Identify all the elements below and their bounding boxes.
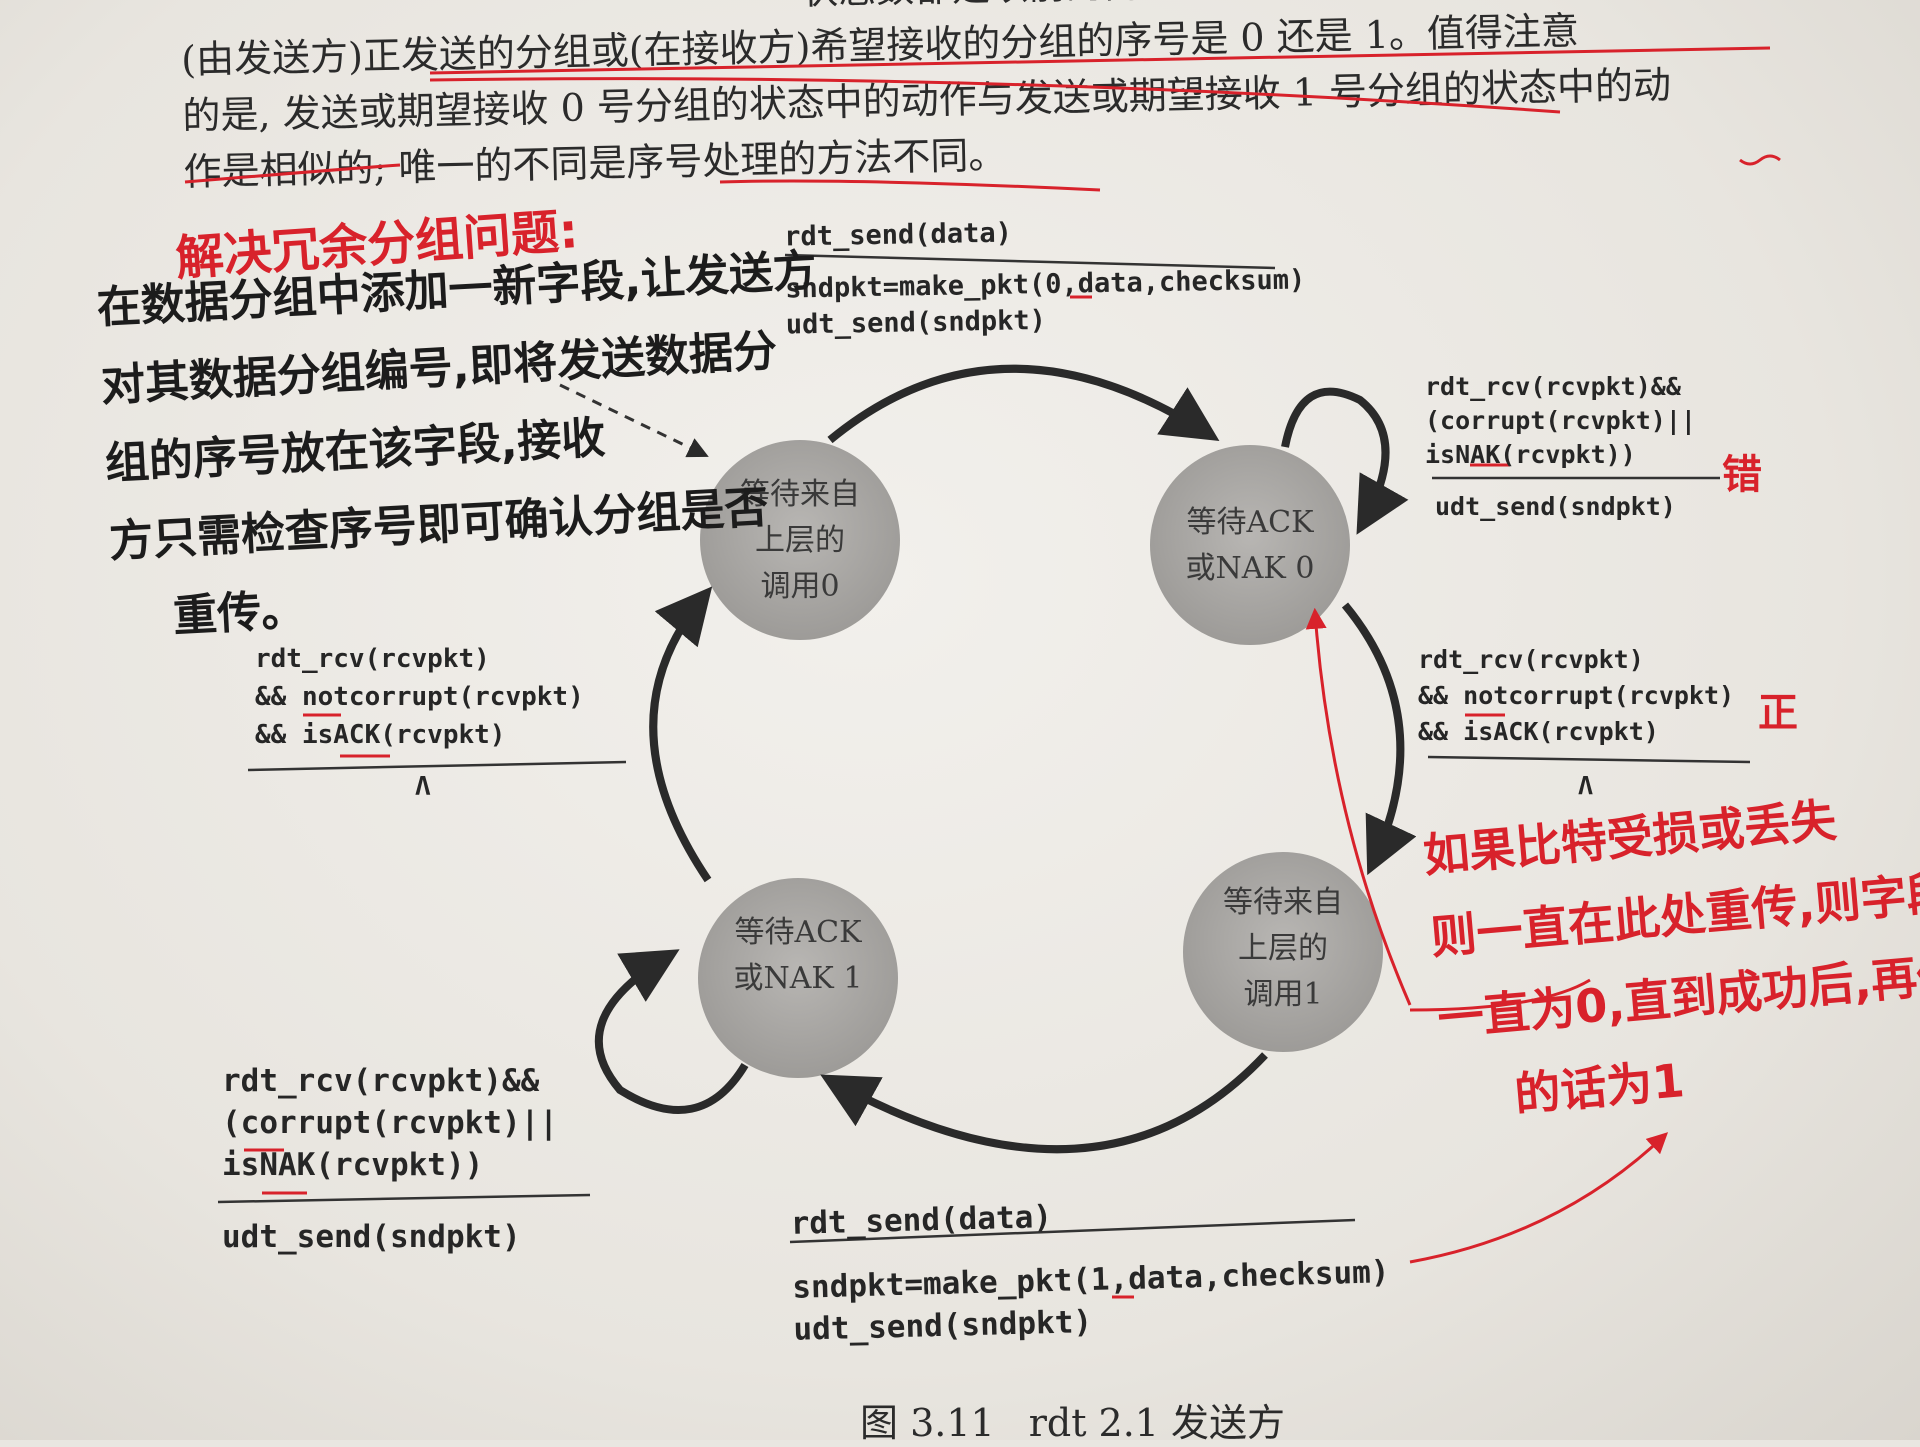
state-line: 调用0 xyxy=(760,569,840,604)
action-text: udt_send(sndpkt) xyxy=(222,1219,521,1255)
event-text: && notcorrupt(rcvpkt) xyxy=(1418,681,1735,710)
self-loop-ack0 xyxy=(1281,387,1409,535)
state-circle-wait-call-1 xyxy=(1183,852,1383,1052)
action-text: udt_send(sndpkt) xyxy=(1435,492,1676,521)
figure-caption: 图 3.11 rdt 2.1 发送方 xyxy=(860,1392,1319,1447)
state-circle-wait-ack-nak-1 xyxy=(698,878,898,1078)
transition-left: rdt_rcv(rcvpkt) && notcorrupt(rcvpkt) &&… xyxy=(255,640,584,806)
transition-bottom: rdt_send(data) sndpkt=make_pkt(1,data,ch… xyxy=(790,1187,1391,1351)
mark-right: 正 xyxy=(1758,690,1798,736)
state-circle-wait-ack-nak-0 xyxy=(1150,445,1350,645)
event-text: && notcorrupt(rcvpkt) xyxy=(255,682,584,712)
figure-title: rdt 2.1 发送方 xyxy=(1028,1401,1286,1445)
state-line: 上层的 xyxy=(1238,931,1328,966)
handwritten-note-right: 如果比特受损或丢失 则一直在此处重传,则字段 一直为0,直到成功后,再传 的话为… xyxy=(1420,773,1920,1142)
event-text: rdt_rcv(rcvpkt) xyxy=(255,644,490,674)
event-text: rdt_rcv(rcvpkt) xyxy=(1418,645,1644,674)
red-arrow-from-make-pkt xyxy=(1409,1132,1669,1264)
mark-wrong: 错 xyxy=(1722,452,1762,498)
event-text: (corrupt(rcvpkt)|| xyxy=(222,1105,558,1141)
red-arrow-up xyxy=(1305,607,1412,1006)
state-circle-wait-call-0 xyxy=(700,440,900,640)
arrow-bottom xyxy=(820,1052,1268,1154)
red-bracket xyxy=(1409,978,1591,1012)
state-wait-call-1: 等待来自 上层的 调用1 xyxy=(1173,880,1393,1018)
arrow-right xyxy=(1341,602,1417,876)
state-line: 等待来自 xyxy=(1223,885,1343,920)
event-text: (corrupt(rcvpkt)|| xyxy=(1425,406,1696,435)
state-line: 等待ACK xyxy=(734,915,862,950)
transition-right: rdt_rcv(rcvpkt) && notcorrupt(rcvpkt) &&… xyxy=(1418,642,1734,804)
note-pointer-dashed xyxy=(559,383,709,458)
state-line: 或NAK 0 xyxy=(1185,551,1315,586)
action-text: Λ xyxy=(415,772,431,802)
red-underlines xyxy=(184,46,1781,192)
state-wait-ack-nak-0: 等待ACK 或NAK 0 xyxy=(1140,500,1360,592)
action-text: Λ xyxy=(1578,771,1594,800)
red-pen-marks xyxy=(244,295,1669,1299)
self-loop-ack1 xyxy=(594,949,749,1114)
state-line: 或NAK 1 xyxy=(733,961,863,996)
event-text: rdt_rcv(rcvpkt)&& xyxy=(1425,372,1681,401)
figure-number: 图 3.11 xyxy=(860,1401,995,1445)
event-text: isNAK(rcvpkt)) xyxy=(1425,440,1636,469)
handwritten-note-left: 在数据分组中添加一新字段,让发送方 对其数据分组编号,即将发送数据分 组的序号放… xyxy=(95,237,818,660)
arrow-top xyxy=(827,364,1220,444)
event-text: isNAK(rcvpkt)) xyxy=(222,1147,484,1183)
state-wait-ack-nak-1: 等待ACK 或NAK 1 xyxy=(688,910,908,1002)
state-wait-call-0: 等待来自 上层的 调用0 xyxy=(690,472,910,610)
event-text: rdt_rcv(rcvpkt)&& xyxy=(222,1063,540,1099)
transition-bars xyxy=(217,253,1751,1244)
state-line: 上层的 xyxy=(755,523,845,558)
arrow-left xyxy=(649,586,713,883)
event-text: rdt_send(data) xyxy=(783,217,1013,253)
transition-top: rdt_send(data) sndpkt=make_pkt(0,data,ch… xyxy=(784,210,1306,343)
transition-self-ack1: rdt_rcv(rcvpkt)&& (corrupt(rcvpkt)|| isN… xyxy=(222,1060,558,1258)
event-text: && isACK(rcvpkt) xyxy=(255,720,506,750)
state-line: 等待来自 xyxy=(740,477,860,512)
state-line: 调用1 xyxy=(1243,977,1323,1012)
transition-self-ack0: rdt_rcv(rcvpkt)&& (corrupt(rcvpkt)|| isN… xyxy=(1425,370,1696,524)
transition-arrows xyxy=(594,364,1417,1154)
state-line: 等待ACK xyxy=(1186,505,1314,540)
event-text: && isACK(rcvpkt) xyxy=(1418,717,1659,746)
